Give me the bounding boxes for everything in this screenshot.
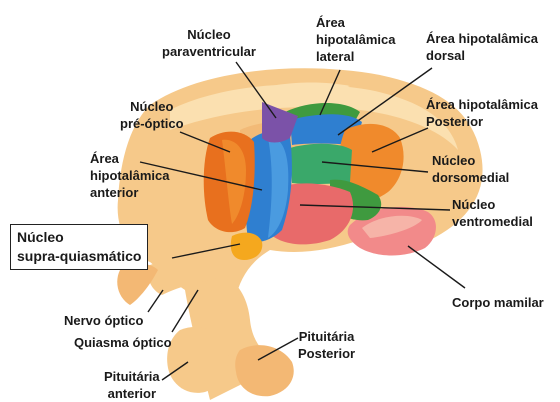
label-line: Pituitária [104,368,160,385]
label-line: pré-óptico [120,115,184,132]
label-pituitaria-anterior: Pituitária anterior [104,368,160,402]
label-line: Núcleo [452,196,533,213]
label-quiasma-optico: Quiasma óptico [74,334,172,351]
pituitary-posterior-shape [235,345,294,396]
label-line: dorsal [426,47,538,64]
label-area-hipotalamica-dorsal: Área hipotalâmica dorsal [426,30,538,64]
label-line: Núcleo [17,228,141,247]
label-line: Quiasma óptico [74,334,172,351]
label-nervo-optico: Nervo óptico [64,312,143,329]
label-line: anterior [104,385,160,402]
label-nucleo-ventromedial: Núcleo ventromedial [452,196,533,230]
label-line: Área hipotalâmica [426,96,538,113]
label-area-hipotalamica-posterior: Área hipotalâmica Posterior [426,96,538,130]
label-nucleo-supra-quiasmatico: Núcleo supra-quiasmático [10,224,148,270]
label-line: Posterior [298,345,355,362]
label-line: Área hipotalâmica [426,30,538,47]
label-nucleo-paraventricular: Núcleo paraventricular [162,26,256,60]
label-line: Posterior [426,113,538,130]
label-line: Nervo óptico [64,312,143,329]
leader-nervo-optico [148,290,163,312]
label-line: Núcleo [162,26,256,43]
label-corpo-mamilar: Corpo mamilar [452,294,544,311]
label-line: ventromedial [452,213,533,230]
label-nucleo-pre-optico: Núcleo pré-óptico [120,98,184,132]
label-line: paraventricular [162,43,256,60]
label-line: dorsomedial [432,169,509,186]
label-line: Área [316,14,395,31]
label-line: anterior [90,184,169,201]
label-pituitaria-posterior: Pituitária Posterior [298,328,355,362]
label-line: Pituitária [298,328,355,345]
label-line: Área [90,150,169,167]
label-line: supra-quiasmático [17,247,141,266]
label-line: lateral [316,48,395,65]
label-line: Corpo mamilar [452,294,544,311]
leader-corpo-mamilar [408,246,465,288]
label-line: Núcleo [432,152,509,169]
label-line: Núcleo [120,98,184,115]
label-area-hipotalamica-lateral: Área hipotalâmica lateral [316,14,395,65]
label-area-hipotalamica-anterior: Área hipotalâmica anterior [90,150,169,201]
label-line: hipotalâmica [316,31,395,48]
label-line: hipotalâmica [90,167,169,184]
label-nucleo-dorsomedial: Núcleo dorsomedial [432,152,509,186]
